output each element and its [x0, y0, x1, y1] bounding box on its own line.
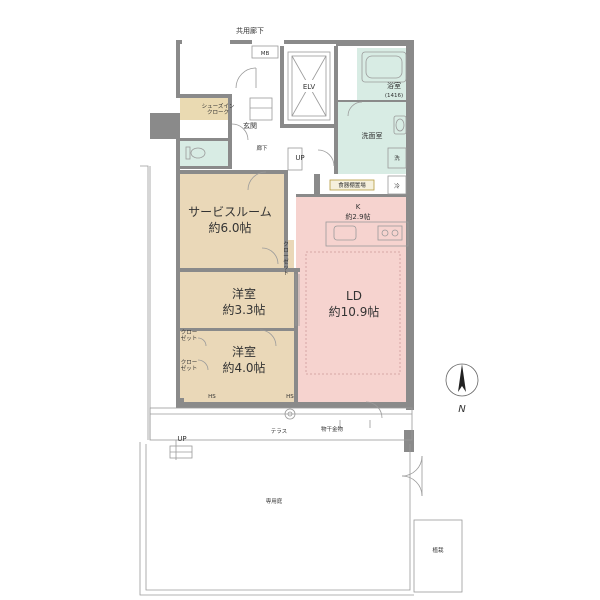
stove-icon — [377, 225, 403, 241]
western2-label: 洋室 — [232, 344, 256, 359]
planting-label: 植栽 — [432, 546, 444, 554]
western2-size: 約4.0帖 — [222, 360, 265, 375]
dish-space-label: 食器棚置場 — [338, 181, 366, 189]
closet2-label: クローゼット — [181, 359, 198, 372]
service-room-label: サービスルーム — [188, 205, 272, 219]
ld-size: 約10.9帖 — [329, 304, 380, 319]
terrace-label: テラス — [271, 428, 287, 435]
laundry-pole-label: 物干金物 — [321, 425, 344, 433]
service-room-size: 約6.0帖 — [208, 220, 251, 235]
ld-room — [296, 196, 410, 402]
mb-label: MB — [261, 51, 270, 57]
shoe-closet-label: シューズインクローク — [202, 102, 235, 116]
elv-label: ELV — [303, 83, 316, 91]
drain-icon — [284, 408, 296, 420]
kitchen-size: 約2.9帖 — [345, 212, 370, 221]
up-inner-label: UP — [295, 154, 304, 162]
hallway-label: 廊下 — [256, 144, 268, 152]
compass-icon — [445, 363, 479, 397]
bathroom — [357, 48, 410, 100]
ld-label: LD — [346, 289, 362, 303]
kitchen-label: K — [356, 203, 361, 211]
washer-label: 洗 — [394, 154, 400, 162]
sink-icon — [393, 115, 407, 135]
toilet-icon — [185, 146, 206, 160]
bath-size-label: (1416) — [385, 93, 403, 99]
entrance-label: 玄関 — [243, 121, 257, 130]
compass-north-label: N — [458, 404, 466, 415]
hs2-label: HS — [286, 394, 294, 400]
shoe-closet — [180, 98, 230, 120]
bath-label: 浴室 — [387, 81, 401, 90]
western1-label: 洋室 — [232, 286, 256, 301]
western-room-1 — [178, 272, 296, 328]
closet-1 — [180, 328, 198, 342]
up-outer-label: UP — [177, 435, 186, 443]
closet1-label: クローゼット — [181, 329, 198, 342]
service-room — [178, 172, 286, 270]
fridge-label: 冷 — [394, 182, 400, 190]
private-garden-label: 専用庭 — [266, 497, 283, 505]
corridor-label: 共用廊下 — [236, 26, 264, 35]
western1-size: 約3.3帖 — [222, 302, 265, 317]
hs1-label: HS — [208, 394, 216, 400]
closet-vertical-label: クローゼット — [283, 241, 289, 277]
washroom-label: 洗面室 — [362, 131, 383, 140]
closet-2 — [180, 356, 198, 380]
